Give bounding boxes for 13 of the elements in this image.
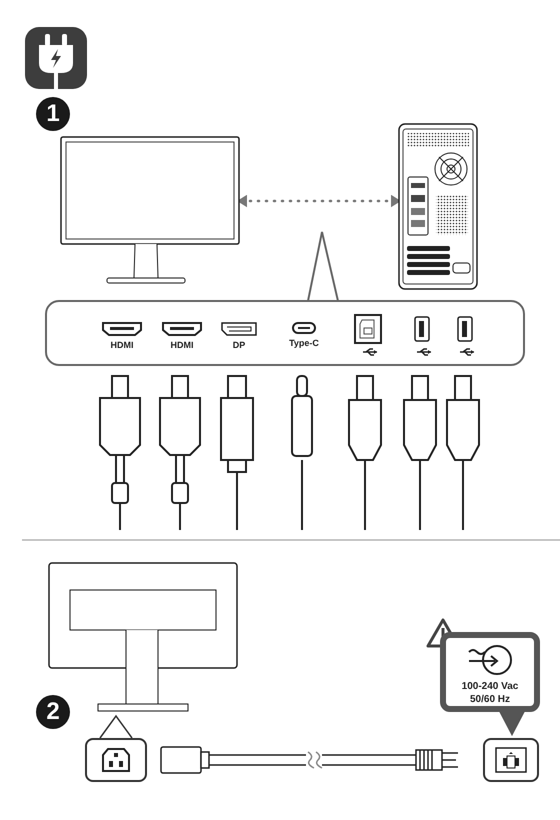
step-number: 1: [36, 97, 70, 131]
voltage-text: 100-240 Vac: [462, 680, 518, 693]
usb-b-port: [354, 314, 382, 344]
wall-outlet-box: [483, 738, 539, 782]
power-inlet-box: [85, 738, 147, 782]
port-panel: [45, 300, 525, 366]
port-label: Type-C: [289, 338, 319, 348]
port-label: HDMI: [170, 340, 194, 350]
port-label: HDMI: [110, 340, 134, 350]
step-number: 2: [36, 695, 70, 729]
voltage-callout: [440, 632, 540, 712]
voltage-text: 50/60 Hz: [470, 693, 510, 706]
port-label: DP: [232, 340, 246, 350]
